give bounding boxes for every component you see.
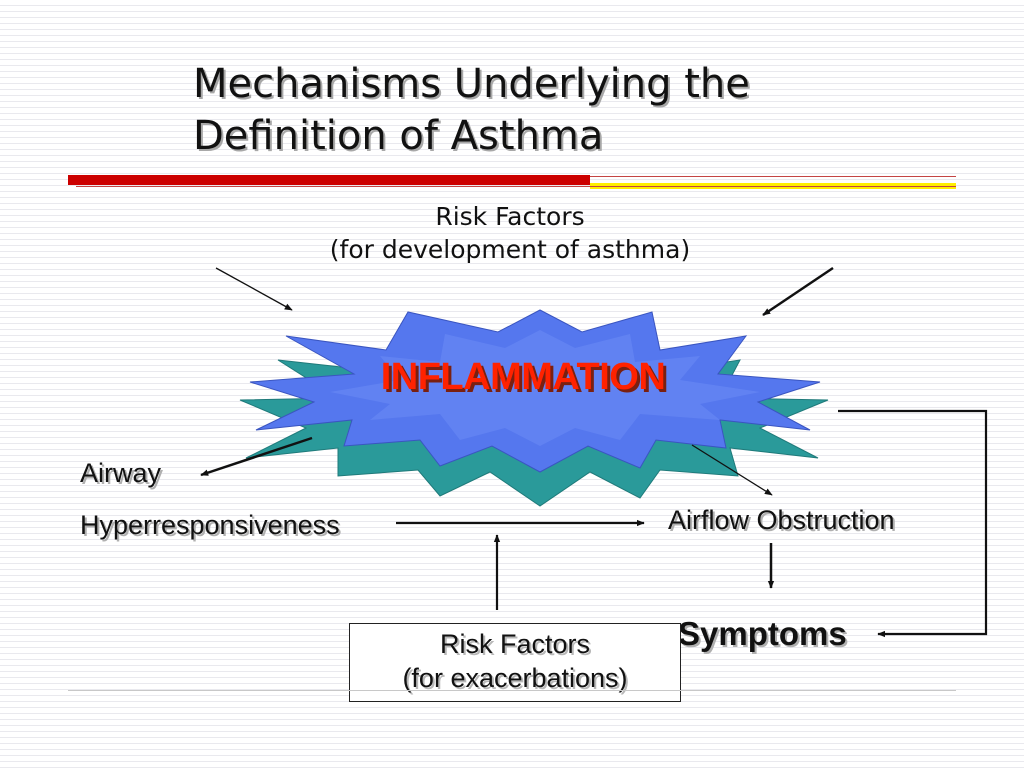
hyperresponsiveness-label: Hyperresponsiveness [80, 510, 340, 540]
inflammation-label: INFLAMMATION [380, 356, 666, 398]
slide-title: Mechanisms Underlying the Definition of … [193, 58, 953, 162]
airway-label: Airway [80, 458, 162, 488]
title-rule-thin-top [590, 176, 956, 177]
risk-factors-development-line-1: Risk Factors [435, 202, 585, 231]
starburst-highlight [330, 330, 760, 446]
title-line-1: Mechanisms Underlying the [193, 61, 750, 107]
footer-rule [68, 690, 956, 691]
risk-factors-development: Risk Factors (for development of asthma) [260, 200, 760, 266]
risk-factors-exacerbations-line-2: (for exacerbations) [402, 663, 628, 693]
inflammation-starburst [239, 309, 829, 507]
title-rule-red [68, 175, 590, 185]
arrow-rf-to-inflammation-right [762, 266, 834, 317]
risk-factors-exacerbations-box: Risk Factors (for exacerbations) [349, 623, 681, 702]
risk-factors-exacerbations-line-1: Risk Factors [439, 629, 591, 659]
arrow-inflammation-to-airway [200, 436, 313, 477]
title-line-2: Definition of Asthma [193, 113, 604, 159]
title-rule-thin [76, 186, 956, 187]
symptoms-label: Symptoms [678, 615, 847, 652]
risk-factors-development-line-2: (for development of asthma) [329, 235, 691, 264]
arrow-inflammation-to-airflow [691, 444, 773, 496]
arrow-rf-to-inflammation-left [215, 267, 293, 311]
airflow-obstruction-label: Airflow Obstruction [668, 505, 895, 535]
arrow-inflammation-to-symptoms [838, 409, 988, 638]
